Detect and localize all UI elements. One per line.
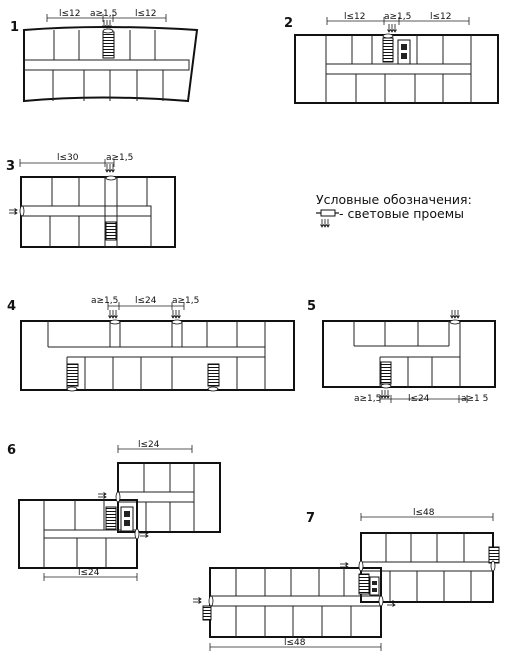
dim-label: l≤12 xyxy=(59,9,81,19)
dim-label: l≤24 xyxy=(135,296,157,306)
dim-label: a≥1,5 xyxy=(354,394,381,404)
legend-title: Условные обозначения: xyxy=(316,192,472,207)
dim-label: a≥1,5 xyxy=(91,296,118,306)
plan-number: 1 xyxy=(10,20,19,35)
dim-label: l≤12 xyxy=(344,12,366,22)
plan-5: 5 a≥1,5 l≤24 a≥1 5 xyxy=(307,299,496,404)
plan-number: 5 xyxy=(307,299,316,314)
dim-label: a≥1,5 xyxy=(106,153,133,163)
plan-number: 2 xyxy=(284,16,293,31)
dim-label: l≤12 xyxy=(135,9,157,19)
dim-label: l≤24 xyxy=(408,394,430,404)
dim-label: l≤24 xyxy=(78,568,100,578)
legend: Условные обозначения: - световые проемы xyxy=(316,192,472,228)
dim-label: a≥1 5 xyxy=(461,394,488,404)
dim-label: l≤48 xyxy=(413,508,435,518)
window-opening-icon xyxy=(320,209,336,217)
dim-label: l≤30 xyxy=(57,153,79,163)
dim-label: a≥1,5 xyxy=(384,12,411,22)
plan-3: 3 l≤30 a≥1,5 xyxy=(6,153,176,248)
dim-label: l≤24 xyxy=(138,440,160,450)
dim-label: l≤12 xyxy=(430,12,452,22)
plan-number: 7 xyxy=(306,511,315,526)
dim-label: a≥1,5 xyxy=(172,296,199,306)
plan-7: 7 l≤48 l≤48 xyxy=(192,508,500,651)
plan-2: 2 l≤12 a≥1,5 l≤12 xyxy=(284,12,499,104)
plan-4: 4 a≥1,5 l≤24 a≥1,5 xyxy=(7,296,295,392)
light-arrows-icon xyxy=(320,218,330,228)
plan-number: 4 xyxy=(7,299,16,314)
plan-number: 3 xyxy=(6,159,15,174)
legend-item: - световые проемы xyxy=(339,206,464,221)
plan-1: 1 l≤12 a≥1,5 l≤12 xyxy=(10,9,199,103)
plan-number: 6 xyxy=(7,443,16,458)
plan-6: 6 l≤24 l≤24 xyxy=(7,440,221,581)
dim-label: l≤48 xyxy=(284,638,306,648)
dim-label: a≥1,5 xyxy=(90,9,117,19)
